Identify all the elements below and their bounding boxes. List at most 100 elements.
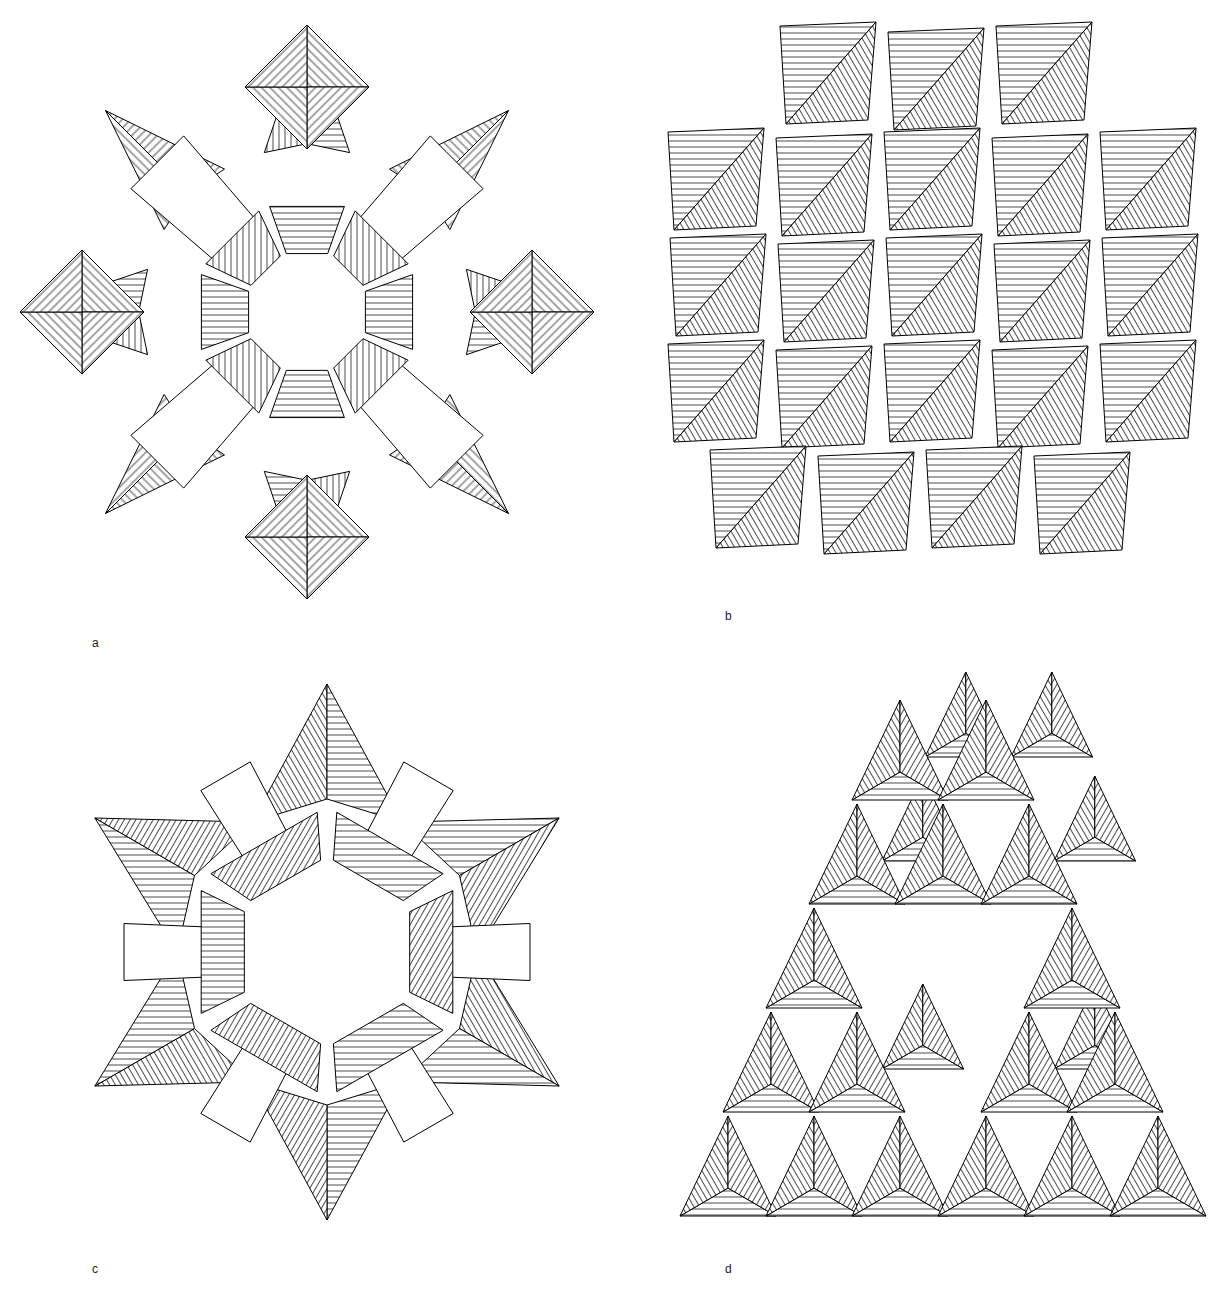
hatch-element bbox=[668, 22, 1198, 554]
polyhedron-face bbox=[857, 1012, 905, 1112]
polyhedron-face bbox=[814, 1116, 862, 1216]
polyhedron-face bbox=[1102, 234, 1198, 336]
polyhedron-face bbox=[1106, 340, 1196, 442]
polyhedron-face bbox=[981, 804, 1029, 904]
panel-label: b bbox=[725, 610, 732, 622]
polyhedron-face bbox=[784, 240, 874, 342]
polyhedron-face bbox=[670, 234, 766, 336]
polyhedron-face bbox=[201, 891, 244, 1014]
hatch-element bbox=[95, 684, 559, 1220]
polyhedron-face bbox=[1029, 1012, 1077, 1112]
polyhedron-face bbox=[986, 1116, 1034, 1216]
polyhedron-face bbox=[771, 1012, 819, 1112]
polyhedron-face bbox=[818, 452, 914, 554]
polyhedron-face bbox=[890, 340, 980, 442]
polyhedron-face bbox=[680, 1116, 728, 1216]
polyhedron-face bbox=[245, 25, 307, 87]
polyhedron-face bbox=[884, 128, 980, 230]
polyhedron-face bbox=[410, 891, 453, 1014]
polyhedron-face bbox=[778, 240, 874, 342]
polyhedron-face bbox=[1034, 452, 1130, 554]
polyhedron-face bbox=[1072, 1116, 1120, 1216]
polyhedron-face bbox=[668, 128, 764, 230]
polyhedron-face bbox=[776, 346, 872, 448]
polyhedron-face bbox=[894, 28, 984, 130]
polyhedron-face bbox=[780, 22, 876, 124]
polyhedron-face bbox=[782, 346, 872, 448]
polyhedron-face bbox=[882, 984, 923, 1069]
polyhedron-face bbox=[334, 211, 408, 285]
polyhedron-face bbox=[852, 1116, 900, 1216]
polyhedron-face bbox=[884, 340, 980, 442]
polyhedron-face bbox=[201, 275, 248, 350]
polyhedron-face bbox=[1072, 908, 1120, 1008]
polyhedron-face bbox=[307, 537, 369, 599]
polyhedron-face bbox=[992, 134, 1088, 236]
polyhedron-face bbox=[888, 28, 984, 130]
polyhedron-face bbox=[998, 346, 1088, 448]
polyhedron-face bbox=[307, 87, 369, 149]
polyhedron-face bbox=[532, 312, 594, 374]
polyhedron-face bbox=[1054, 776, 1095, 861]
polyhedron-face bbox=[1024, 1116, 1072, 1216]
polyhedron-face bbox=[124, 924, 210, 981]
polyhedron-face bbox=[710, 446, 806, 548]
polyhedron-face bbox=[1002, 22, 1092, 124]
polyhedron-face bbox=[1011, 672, 1052, 757]
polyhedron-face bbox=[1029, 804, 1077, 904]
panel-label: a bbox=[92, 637, 99, 649]
polyhedron-face bbox=[365, 275, 412, 350]
polyhedron-face bbox=[1115, 1012, 1163, 1112]
polyhedron-face bbox=[998, 134, 1088, 236]
polyhedron-face bbox=[206, 211, 280, 285]
polyhedron-face bbox=[245, 475, 307, 537]
polyhedron-face bbox=[270, 370, 345, 417]
polyhedron-face bbox=[470, 312, 532, 374]
polyhedron-face bbox=[676, 234, 766, 336]
polyhedron-face bbox=[20, 250, 82, 312]
polyhedron-face bbox=[1067, 1012, 1115, 1112]
polyhedron-face bbox=[895, 804, 943, 904]
polyhedron-face bbox=[333, 812, 443, 900]
hatch-element bbox=[20, 25, 594, 599]
polyhedron-face bbox=[20, 312, 82, 374]
polyhedron-face bbox=[852, 700, 900, 800]
polyhedron-face bbox=[926, 446, 1022, 548]
polyhedron-face bbox=[994, 240, 1090, 342]
polyhedron-face bbox=[1024, 908, 1072, 1008]
polyhedron-face bbox=[674, 340, 764, 442]
polyhedron-face bbox=[900, 700, 948, 800]
polyhedron-face bbox=[716, 446, 806, 548]
polyhedron-face bbox=[996, 22, 1092, 124]
polyhedron-face bbox=[925, 672, 966, 757]
polyhedron-face bbox=[307, 475, 369, 537]
polyhedron-face bbox=[1110, 1116, 1158, 1216]
polyhedron-face bbox=[932, 446, 1022, 548]
polyhedron-face bbox=[334, 339, 408, 413]
polyhedron-face bbox=[470, 250, 532, 312]
polyhedron-face bbox=[782, 134, 872, 236]
polyhedron-face bbox=[786, 22, 876, 124]
hatch-element bbox=[680, 672, 1206, 1216]
polyhedron-face bbox=[776, 134, 872, 236]
polyhedron-face bbox=[1040, 452, 1130, 554]
polyhedron-face bbox=[245, 537, 307, 599]
polyhedron-face bbox=[444, 924, 530, 981]
polyhedron-face bbox=[857, 804, 905, 904]
polyhedron-face bbox=[1100, 340, 1196, 442]
polyhedron-face bbox=[923, 984, 964, 1069]
polyhedron-face bbox=[992, 346, 1088, 448]
polyhedron-face bbox=[1052, 672, 1093, 757]
polyhedron-face bbox=[723, 1012, 771, 1112]
polyhedron-face bbox=[981, 1012, 1029, 1112]
polyhedron-face bbox=[766, 1116, 814, 1216]
polyhedron-face bbox=[1158, 1116, 1206, 1216]
polyhedron-face bbox=[1100, 128, 1196, 230]
polyhedron-face bbox=[943, 804, 991, 904]
polyhedron-face bbox=[892, 234, 982, 336]
polyhedron-face bbox=[674, 128, 764, 230]
polyhedron-face bbox=[814, 908, 862, 1008]
polyhedron-face bbox=[82, 312, 144, 374]
polyhedron-face bbox=[211, 1003, 321, 1091]
